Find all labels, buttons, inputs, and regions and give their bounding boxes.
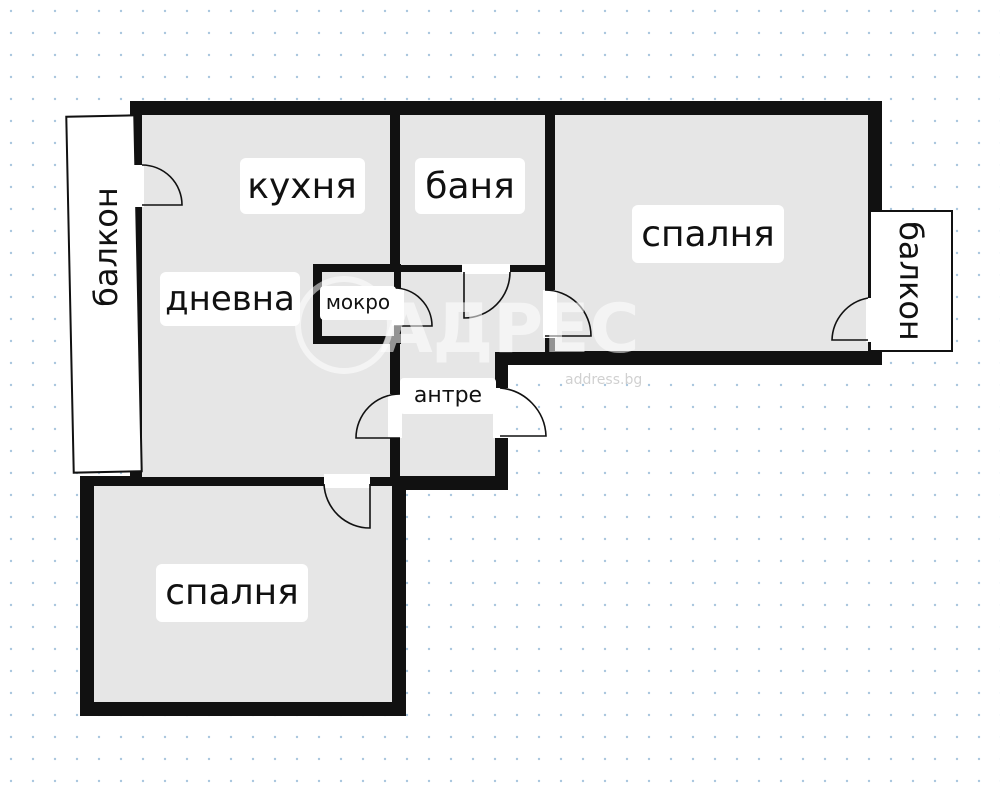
watermark-site: address.bg	[565, 372, 642, 388]
balcony-right	[869, 210, 953, 352]
balconies	[65, 114, 953, 474]
label-balcony-left: балкон	[87, 187, 125, 307]
watermark-brand: АДРЕС	[380, 290, 639, 369]
doors	[130, 164, 874, 529]
label-hall: антре	[414, 383, 482, 408]
hall-floor	[400, 272, 545, 352]
label-bathroom: баня	[425, 166, 514, 207]
label-kitchen: кухня	[247, 166, 357, 207]
label-bedroom-right: спалня	[641, 214, 775, 255]
balcony-left	[65, 114, 143, 474]
label-balcony-right: балкон	[892, 221, 930, 341]
room-labels: кухня баня спалня дневна мокро антре спа…	[87, 158, 930, 622]
watermark: АДРЕС address.bg	[295, 276, 642, 388]
label-wet-room: мокро	[326, 290, 390, 314]
label-bedroom-bottom: спалня	[165, 572, 299, 613]
label-living: дневна	[165, 279, 295, 319]
